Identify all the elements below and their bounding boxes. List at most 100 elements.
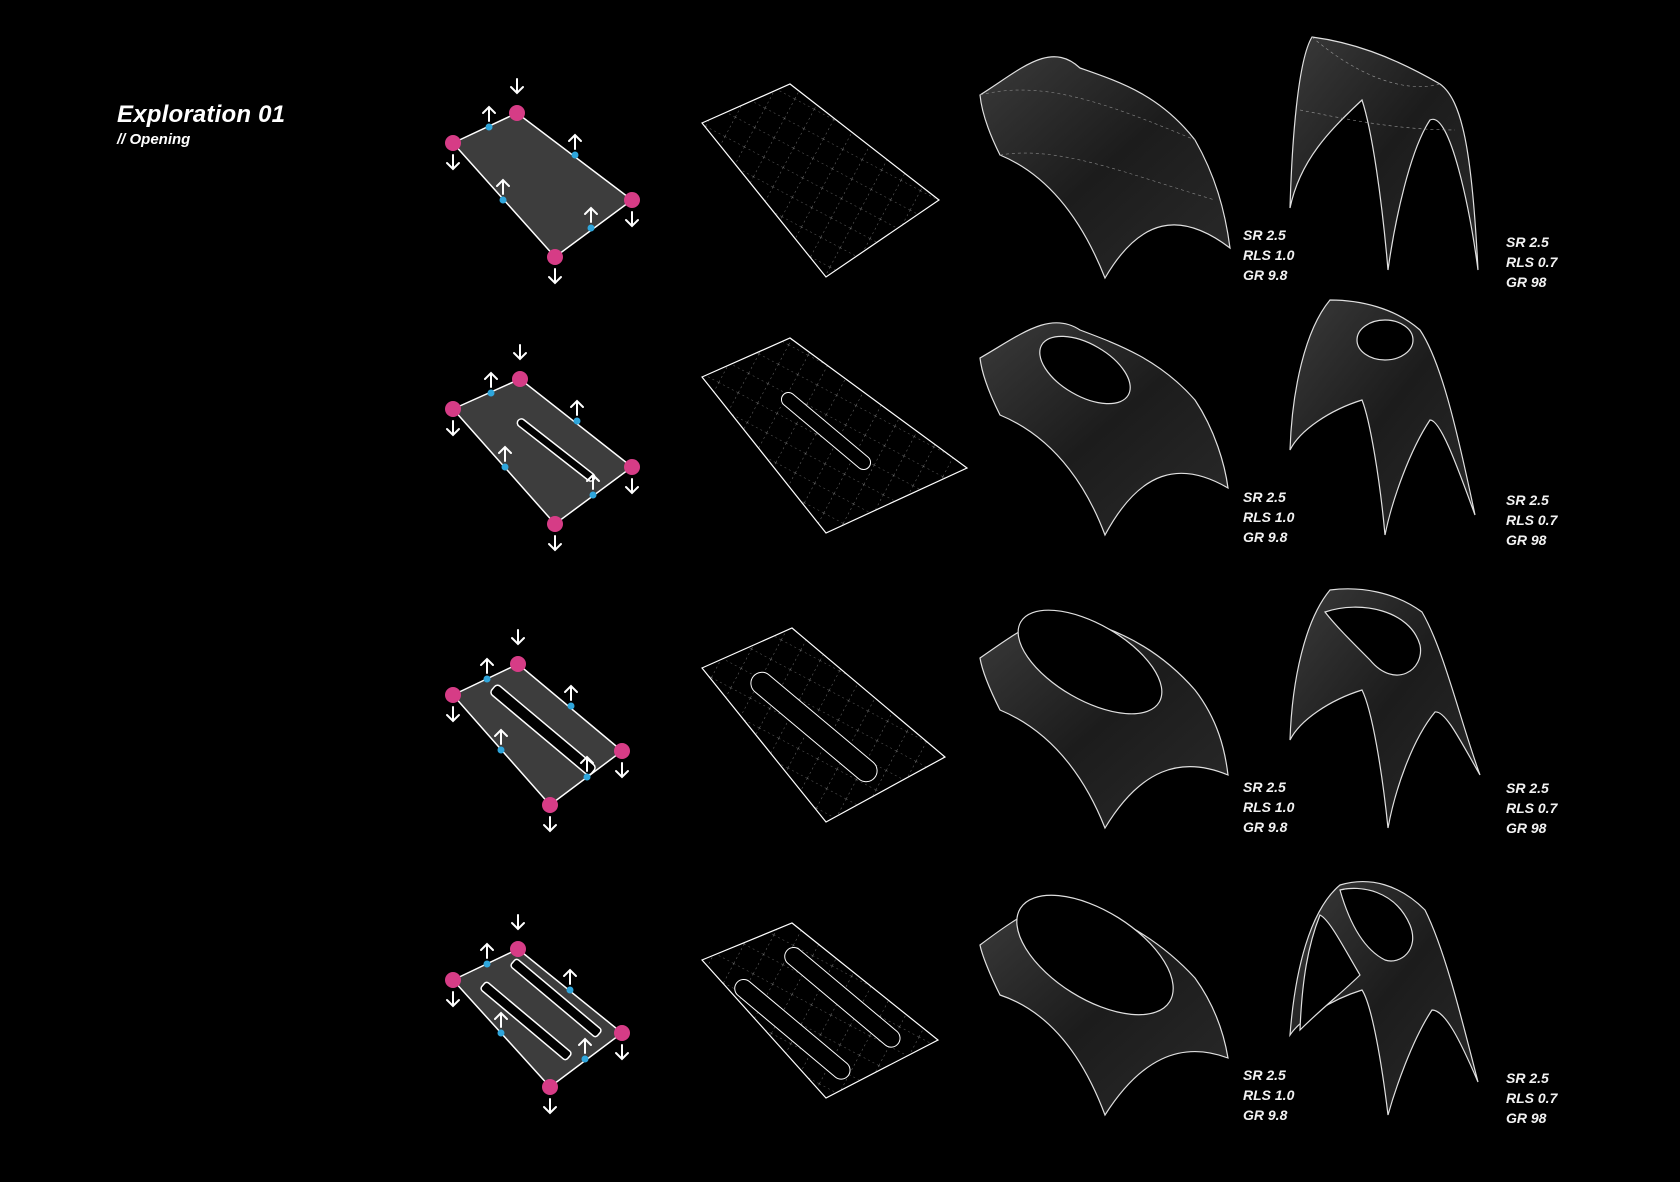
support-node xyxy=(614,743,630,759)
support-node xyxy=(445,972,461,988)
row-3 xyxy=(451,588,1481,830)
load-arrow-down xyxy=(511,629,525,646)
edge-node xyxy=(587,224,595,232)
parameter-line: GR 98 xyxy=(1506,532,1547,548)
load-arrow-down xyxy=(513,344,527,361)
support-node xyxy=(624,192,640,208)
row-4 xyxy=(451,881,1479,1117)
arch-view-2 xyxy=(1289,299,1476,536)
lift-arrow-up xyxy=(496,178,510,195)
lift-arrow-up xyxy=(484,371,498,388)
parameter-line: RLS 1.0 xyxy=(1243,509,1295,525)
edge-node xyxy=(581,1055,589,1063)
support-node xyxy=(547,516,563,532)
edge-node xyxy=(483,675,491,683)
lift-arrow-up xyxy=(494,728,508,745)
lift-arrow-up xyxy=(578,1037,592,1054)
load-arrow-down xyxy=(615,762,629,779)
arch-view-3 xyxy=(1289,588,1481,829)
shell-view-1 xyxy=(979,56,1231,280)
edge-node xyxy=(497,1029,505,1037)
edge-node xyxy=(501,463,509,471)
edge-node xyxy=(583,773,591,781)
lift-arrow-up xyxy=(480,657,494,674)
load-arrow-down xyxy=(615,1044,629,1061)
edge-node xyxy=(567,702,575,710)
load-arrow-down xyxy=(625,211,639,228)
lift-arrow-up xyxy=(584,206,598,223)
lift-arrow-up xyxy=(568,133,582,150)
load-arrow-down xyxy=(446,154,460,171)
parameter-line: GR 9.8 xyxy=(1243,819,1288,835)
support-node xyxy=(445,135,461,151)
shell-view-2 xyxy=(979,322,1229,537)
parameter-line: RLS 0.7 xyxy=(1506,512,1558,528)
lift-arrow-up xyxy=(494,1011,508,1028)
support-node xyxy=(512,371,528,387)
shell-view-3 xyxy=(979,609,1229,830)
load-arrow-down xyxy=(543,1098,557,1115)
parameter-line: RLS 1.0 xyxy=(1243,1087,1295,1103)
shell-view-4 xyxy=(979,894,1229,1117)
parameter-line: GR 9.8 xyxy=(1243,1107,1288,1123)
lift-arrow-up xyxy=(563,968,577,985)
parameter-line: GR 9.8 xyxy=(1243,267,1288,283)
parameter-line: GR 9.8 xyxy=(1243,529,1288,545)
support-node xyxy=(624,459,640,475)
parameter-line: SR 2.5 xyxy=(1243,227,1286,243)
support-node xyxy=(445,687,461,703)
row-1 xyxy=(451,36,1479,280)
lift-arrow-up xyxy=(564,684,578,701)
flat-mesh-3 xyxy=(701,627,947,823)
parameter-line: RLS 0.7 xyxy=(1506,254,1558,270)
lift-arrow-up xyxy=(480,942,494,959)
load-arrow-down xyxy=(446,706,460,723)
parameter-line: SR 2.5 xyxy=(1243,1067,1286,1083)
parameter-line: SR 2.5 xyxy=(1506,780,1549,796)
plan-diagram-3 xyxy=(451,663,624,807)
parameter-line: GR 98 xyxy=(1506,820,1547,836)
lift-arrow-up xyxy=(586,473,600,490)
support-node xyxy=(542,797,558,813)
parameter-line: SR 2.5 xyxy=(1506,234,1549,250)
support-node xyxy=(510,941,526,957)
edge-node xyxy=(499,196,507,204)
lift-arrow-up xyxy=(580,755,594,772)
parameter-line: RLS 0.7 xyxy=(1506,1090,1558,1106)
load-arrow-down xyxy=(543,816,557,833)
lift-arrow-up xyxy=(498,445,512,462)
load-arrow-down xyxy=(446,991,460,1008)
edge-node xyxy=(573,417,581,425)
edge-node xyxy=(566,986,574,994)
support-node xyxy=(510,656,526,672)
flat-mesh-1 xyxy=(701,83,941,278)
load-arrow-down xyxy=(548,268,562,285)
edge-node xyxy=(487,389,495,397)
support-node xyxy=(509,105,525,121)
parameter-line: SR 2.5 xyxy=(1243,489,1286,505)
load-arrow-down xyxy=(446,420,460,437)
parameter-line: RLS 1.0 xyxy=(1243,799,1295,815)
lift-arrow-up xyxy=(482,105,496,122)
arch-view-1 xyxy=(1289,36,1479,271)
support-node xyxy=(542,1079,558,1095)
load-arrow-down xyxy=(510,78,524,95)
edge-node xyxy=(497,746,505,754)
edge-node xyxy=(571,151,579,159)
parameter-line: GR 98 xyxy=(1506,274,1547,290)
support-node xyxy=(614,1025,630,1041)
parameter-line: GR 98 xyxy=(1506,1110,1547,1126)
header-title: Exploration 01 xyxy=(117,101,286,128)
lift-arrow-up xyxy=(570,399,584,416)
edge-node xyxy=(485,123,493,131)
plan-diagram-1 xyxy=(451,112,634,259)
edge-node xyxy=(483,960,491,968)
plan-diagram-2 xyxy=(451,378,634,526)
parameter-line: RLS 1.0 xyxy=(1243,247,1295,263)
